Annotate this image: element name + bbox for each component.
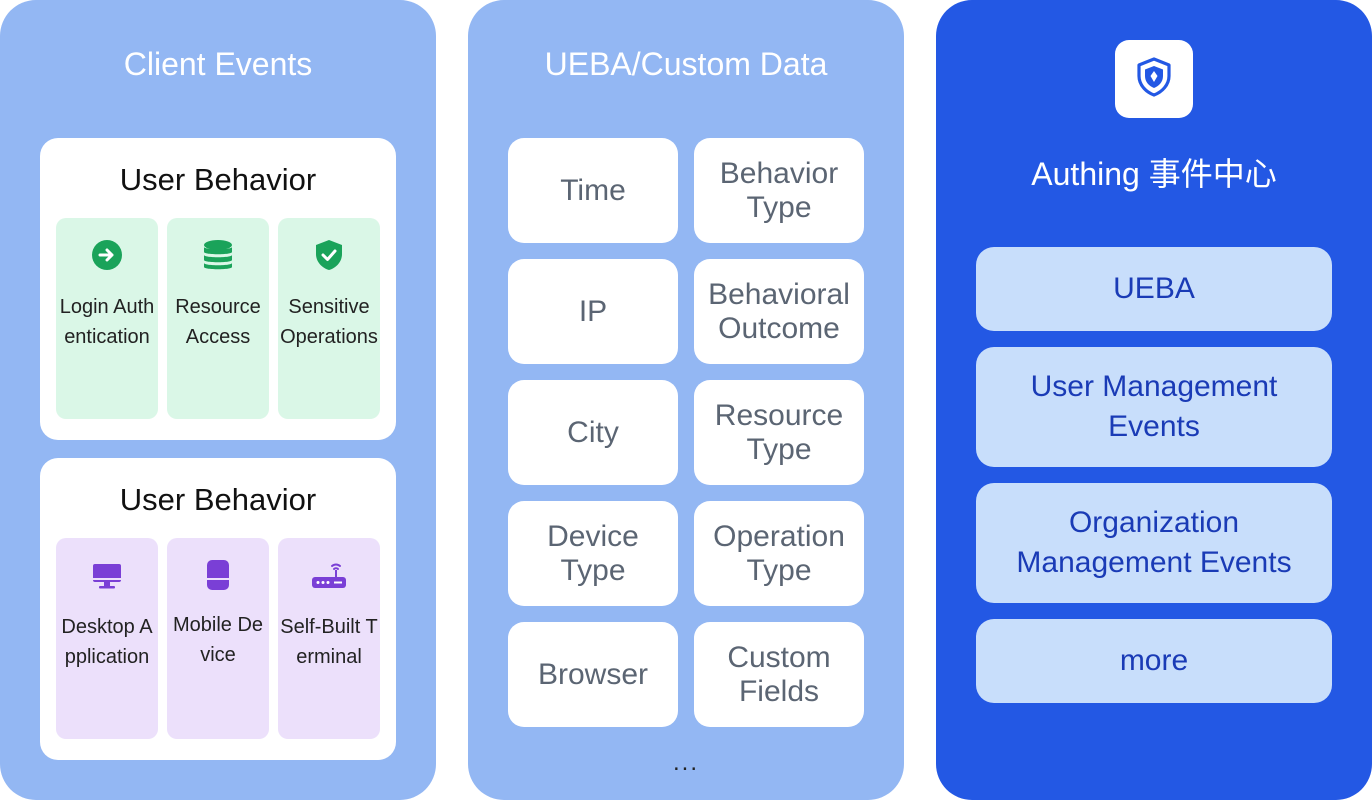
- field-time: Time: [508, 138, 678, 243]
- event-ueba: UEBA: [976, 247, 1332, 331]
- event-center-panel: Authing 事件中心 UEBA User Management Events…: [936, 0, 1372, 800]
- shield-check-icon: [278, 238, 380, 274]
- ueba-title: UEBA/Custom Data: [544, 46, 828, 82]
- field-operation-type: Operation Type: [694, 501, 864, 606]
- more-ellipsis: ...: [672, 749, 699, 776]
- event-user-management: User Management Events: [976, 347, 1332, 467]
- card-title: User Behavior: [119, 482, 317, 517]
- shield-logo-icon: [1133, 56, 1175, 103]
- field-behavioral-outcome: Behavioral Outcome: [694, 259, 864, 364]
- field-ip: IP: [508, 259, 678, 364]
- field-behavior-type: Behavior Type: [694, 138, 864, 243]
- client-events-title: Client Events: [123, 46, 313, 82]
- field-resource-type: Resource Type: [694, 380, 864, 485]
- user-behavior-card-devices: User Behavior Desktop Application Mobile: [40, 458, 396, 760]
- tile-label: Self-Built Terminal: [280, 616, 378, 668]
- tile-resource-access: Resource Access: [167, 218, 269, 419]
- user-behavior-card-actions: User Behavior Login Authentication Resou…: [40, 138, 396, 440]
- field-device-type: Device Type: [508, 501, 678, 606]
- logo-box: [1115, 40, 1193, 118]
- field-custom-fields: Custom Fields: [694, 622, 864, 727]
- card-title: User Behavior: [119, 162, 317, 197]
- tile-desktop-application: Desktop Application: [56, 538, 158, 739]
- tile-label: Resource Access: [175, 296, 261, 348]
- field-browser: Browser: [508, 622, 678, 727]
- event-more: more: [976, 619, 1332, 703]
- client-events-panel: Client Events User Behavior Login Authen…: [0, 0, 436, 800]
- event-organization-management: Organization Management Events: [976, 483, 1332, 603]
- mobile-device-icon: [167, 558, 269, 594]
- event-center-title: Authing 事件中心: [1031, 156, 1277, 192]
- login-arrow-icon: [56, 238, 158, 274]
- router-terminal-icon: [278, 558, 380, 594]
- tile-label: Sensitive Operations: [280, 296, 378, 348]
- tile-self-built-terminal: Self-Built Terminal: [278, 538, 380, 739]
- field-city: City: [508, 380, 678, 485]
- desktop-monitor-icon: [56, 558, 158, 594]
- tile-label: Login Authentication: [59, 296, 155, 348]
- database-icon: [167, 238, 269, 274]
- tile-sensitive-operations: Sensitive Operations: [278, 218, 380, 419]
- tile-login-authentication: Login Authentication: [56, 218, 158, 419]
- ueba-custom-data-panel: UEBA/Custom Data Time Behavior Type IP B…: [468, 0, 904, 800]
- tile-label: Mobile Device: [172, 614, 264, 666]
- tile-mobile-device: Mobile Device: [167, 538, 269, 739]
- tile-label: Desktop Application: [61, 616, 153, 668]
